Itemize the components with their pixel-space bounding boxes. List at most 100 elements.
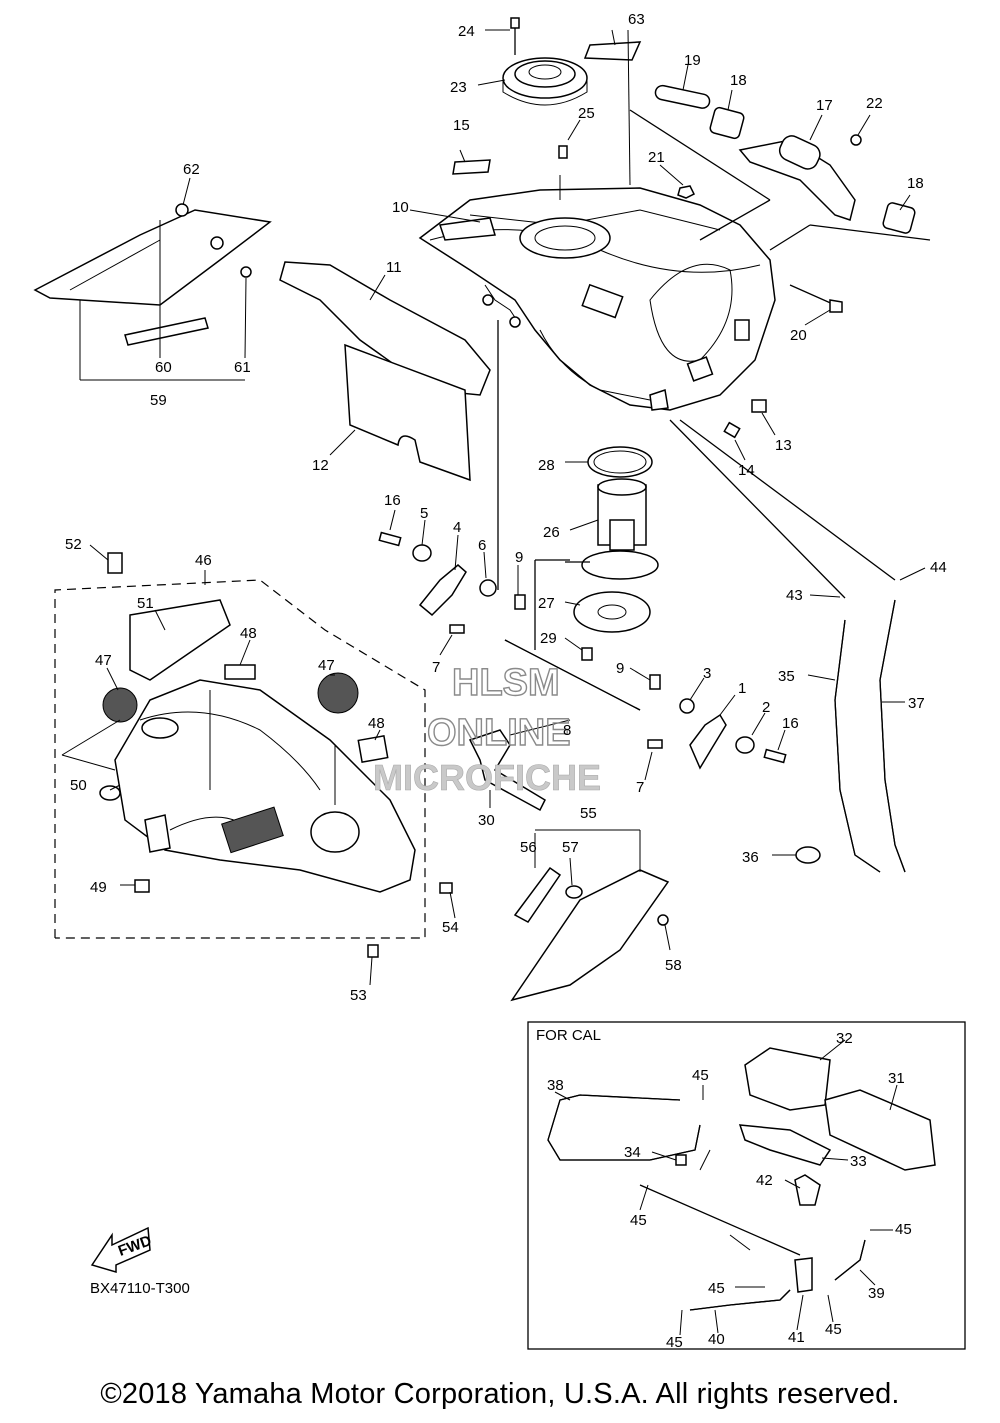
- callout: 7: [636, 779, 644, 796]
- callout: 51: [137, 595, 154, 612]
- callout: 29: [540, 630, 557, 647]
- callout: 50: [70, 777, 87, 794]
- copyright-notice: ©2018 Yamaha Motor Corporation, U.S.A. A…: [100, 1378, 900, 1410]
- pad-15: [452, 159, 491, 175]
- callout: 37: [908, 695, 925, 712]
- rod-8: [504, 559, 695, 714]
- hose-30: [468, 729, 546, 812]
- screw-7-a: [449, 624, 465, 634]
- callout: 57: [562, 839, 579, 856]
- callout: 33: [850, 1153, 867, 1170]
- callout: 15: [453, 117, 470, 134]
- callout: 1: [738, 680, 746, 697]
- callout: 61: [234, 359, 251, 376]
- callout: 19: [684, 52, 701, 69]
- cover-11: [279, 261, 491, 396]
- callout: 10: [392, 199, 409, 216]
- callout: 32: [836, 1030, 853, 1047]
- callout: 54: [442, 919, 459, 936]
- callout: 31: [888, 1070, 905, 1087]
- callout: 16: [384, 492, 401, 509]
- callout-labels: 1 2 3 4 5 6 7 7 8 9 9 10 11 12 13 14 15 …: [65, 11, 947, 1351]
- callout: 47: [95, 652, 112, 669]
- diagram-code: BX47110-T300: [90, 1280, 190, 1297]
- callout: 24: [458, 23, 475, 40]
- callout: 26: [543, 524, 560, 541]
- callout: 41: [788, 1329, 805, 1346]
- bolt-29: [581, 647, 593, 661]
- watermark-line1: HLSM: [452, 662, 560, 704]
- callout: 43: [786, 587, 803, 604]
- callout: 23: [450, 79, 467, 96]
- callout: 18: [907, 175, 924, 192]
- plate-27: [573, 591, 651, 633]
- insulator-12: [344, 343, 471, 482]
- fuel-tank: [418, 187, 776, 411]
- bracket-right: [689, 713, 787, 770]
- callout: 36: [742, 849, 759, 866]
- callout: 17: [816, 97, 833, 114]
- callout: 45: [825, 1321, 842, 1338]
- callout: 18: [730, 72, 747, 89]
- callout: 42: [756, 1172, 773, 1189]
- callout: 20: [790, 327, 807, 344]
- callout: 14: [738, 462, 755, 479]
- side-panel-55: [510, 866, 670, 1002]
- callout: 56: [520, 839, 537, 856]
- callout: 5: [420, 505, 428, 522]
- callout: 30: [478, 812, 495, 829]
- callout: 46: [195, 552, 212, 569]
- callout: 4: [453, 519, 461, 536]
- callout: 58: [665, 957, 682, 974]
- callout: 9: [515, 549, 523, 566]
- callout: 27: [538, 595, 555, 612]
- callout: 3: [703, 665, 711, 682]
- callout: 53: [350, 987, 367, 1004]
- callout: 59: [150, 392, 167, 409]
- fwd-arrow-icon: FWD: [90, 1226, 154, 1273]
- side-cover-59: [33, 203, 272, 346]
- callout: 63: [628, 11, 645, 28]
- watermark-line3: MICROFICHE: [373, 757, 601, 798]
- for-cal-label: FOR CAL: [536, 1027, 601, 1044]
- callout: 34: [624, 1144, 641, 1161]
- callout: 21: [648, 149, 665, 166]
- callout: 62: [183, 161, 200, 178]
- callout: 48: [240, 625, 257, 642]
- callout: 45: [692, 1067, 709, 1084]
- callout: 52: [65, 536, 82, 553]
- callout: 47: [318, 657, 335, 674]
- callout: 48: [368, 715, 385, 732]
- bracket-assembly: [629, 84, 931, 251]
- callout: 12: [312, 457, 329, 474]
- fuel-cap: [502, 17, 588, 106]
- callout: 2: [762, 699, 770, 716]
- callout: 60: [155, 359, 172, 376]
- screw-7-b: [647, 739, 663, 749]
- callout: 45: [630, 1212, 647, 1229]
- hoses-35-37: [669, 419, 906, 873]
- callout: 38: [547, 1077, 564, 1094]
- callout: 45: [666, 1334, 683, 1351]
- callout: 22: [866, 95, 883, 112]
- tank-cover-46: [99, 552, 453, 958]
- callout: 39: [868, 1285, 885, 1302]
- clip-13: [751, 399, 767, 413]
- callout: 40: [708, 1331, 725, 1348]
- callout: 8: [563, 722, 571, 739]
- callout: 55: [580, 805, 597, 822]
- for-cal-box: [527, 1021, 966, 1350]
- callout: 9: [616, 660, 624, 677]
- watermark: HLSM ONLINE MICROFICHE: [373, 661, 602, 798]
- callout: 6: [478, 537, 486, 554]
- bracket-left: [378, 320, 499, 617]
- nut-21: [677, 185, 696, 199]
- leader-lines: [61, 29, 926, 1336]
- damper-14: [723, 421, 741, 439]
- callout: 49: [90, 879, 107, 896]
- fuel-pump-26: [565, 478, 659, 580]
- callout: 13: [775, 437, 792, 454]
- callout: 25: [578, 105, 595, 122]
- callout: 45: [895, 1221, 912, 1238]
- callout: 16: [782, 715, 799, 732]
